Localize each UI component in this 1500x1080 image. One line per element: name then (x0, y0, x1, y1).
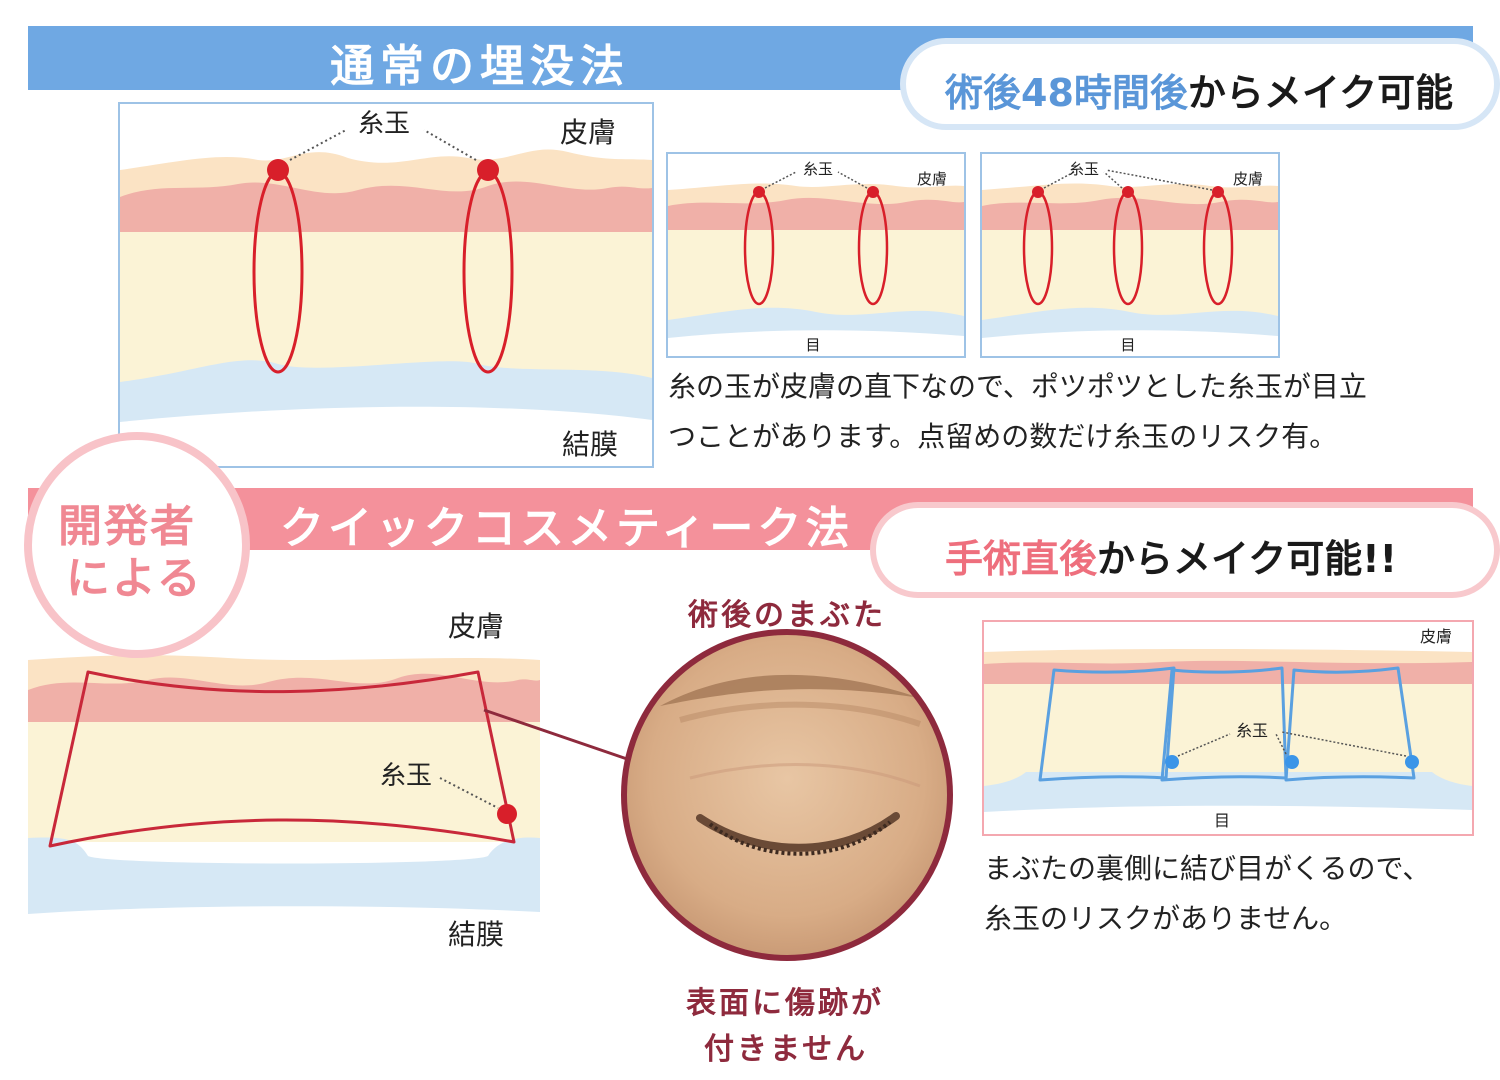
section2-description: まぶたの裏側に結び目がくるので、 糸玉のリスクがありません。 (984, 844, 1430, 944)
developer-badge-line2: による (66, 553, 203, 604)
knot-dot (1405, 755, 1419, 769)
section1-description: 糸の玉が皮膚の直下なので、ポツポツとした糸玉が目立 つことがあります。点留めの数… (668, 362, 1367, 462)
section2-makeup-pill (870, 502, 1500, 598)
label-knot: 糸玉 (1236, 721, 1268, 740)
section1-makeup-highlight: 術後48時間後 (945, 71, 1188, 115)
section2-makeup-text: 手術直後からメイク可能!! (945, 528, 1397, 583)
label-skin: 皮膚 (448, 610, 504, 643)
section1-description-line2: つことがあります。点留めの数だけ糸玉のリスク有。 (668, 420, 1338, 453)
eyelid-caption-top: 術後のまぶた (688, 598, 886, 633)
label-conjunctiva: 結膜 (448, 918, 504, 951)
label-skin: 皮膚 (1420, 627, 1452, 646)
developer-badge (24, 432, 250, 658)
knot-dot (753, 186, 765, 198)
developer-badge-line1: 開発者 (58, 501, 196, 552)
knot-dot (867, 186, 879, 198)
label-eye: 目 (805, 336, 820, 354)
eyebrow (660, 674, 920, 706)
knot-dot (1032, 186, 1044, 198)
section2-small-diagram: 糸玉 皮膚 目 (982, 620, 1474, 836)
eyelid-caption-bottom-line1: 表面に傷跡が (686, 986, 884, 1021)
label-eye: 目 (1214, 811, 1230, 830)
label-knot: 糸玉 (380, 761, 432, 791)
label-knot: 糸玉 (803, 160, 833, 178)
section1-makeup-pill (900, 38, 1500, 130)
knot-dot (267, 159, 289, 181)
section2-description-line1: まぶたの裏側に結び目がくるので、 (984, 852, 1431, 885)
label-skin: 皮膚 (917, 170, 947, 188)
label-knot: 糸玉 (1069, 160, 1099, 178)
section1-small-diagram-b: 糸玉 皮膚 目 (980, 152, 1280, 358)
section1-makeup-text: 術後48時間後からメイク可能 (945, 62, 1453, 117)
knot-dot (1285, 755, 1299, 769)
label-knot: 糸玉 (358, 109, 410, 139)
section1-small-diagram-a: 糸玉 皮膚 目 (666, 152, 966, 358)
eyelid-photo (621, 629, 953, 961)
knot-dot (497, 804, 517, 824)
label-eye: 目 (1120, 336, 1135, 354)
section2-title: クイックコスメティーク法 (280, 503, 854, 554)
section2-makeup-rest: からメイク可能!! (1097, 537, 1397, 581)
label-conjunctiva: 結膜 (562, 428, 618, 461)
section1-title: 通常の埋没法 (330, 41, 630, 92)
zoom-connector (483, 708, 631, 762)
eyelid-caption-bottom-line2: 付きません (704, 1032, 869, 1067)
knot-dot (1122, 186, 1134, 198)
knot-dot (1212, 186, 1224, 198)
label-skin: 皮膚 (560, 116, 616, 149)
label-skin: 皮膚 (1233, 170, 1263, 188)
section1-makeup-rest: からメイク可能 (1187, 71, 1454, 115)
knot-dot (1165, 755, 1179, 769)
knot-dot (477, 159, 499, 181)
section2-makeup-highlight: 手術直後 (945, 537, 1098, 581)
section1-main-diagram: 糸玉 皮膚 結膜 (118, 102, 654, 468)
section1-description-line1: 糸の玉が皮膚の直下なので、ポツポツとした糸玉が目立 (668, 370, 1367, 403)
section2-description-line2: 糸玉のリスクがありません。 (984, 902, 1348, 935)
